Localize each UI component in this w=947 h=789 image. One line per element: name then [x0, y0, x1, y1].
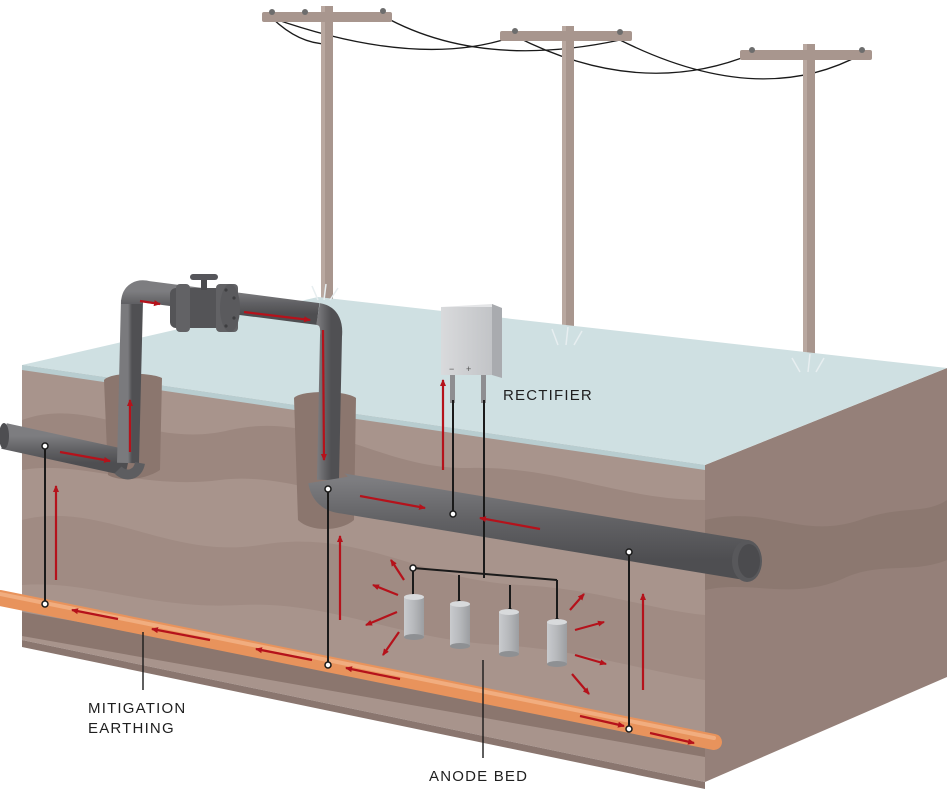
anode-bed-label: ANODE BED — [429, 768, 529, 785]
anode-1 — [404, 594, 424, 640]
soil-strata-side — [705, 500, 947, 590]
mitigation-earthing-label: MITIGATION EARTHING — [88, 699, 186, 739]
rectifier-negative-terminal: − — [449, 364, 454, 374]
current-flow-arrows — [53, 299, 695, 745]
anode-4 — [547, 619, 567, 667]
rectifier-label: RECTIFIER — [503, 387, 593, 404]
anode-2 — [450, 601, 470, 649]
mitigation-earthing-label-line1: MITIGATION — [88, 700, 187, 717]
label-leaders — [142, 632, 484, 758]
utility-pole-2 — [500, 26, 632, 346]
wiring — [44, 400, 630, 729]
mitigation-earthing-label-line2: EARTHING — [88, 720, 175, 737]
rectifier-positive-terminal: + — [466, 364, 471, 374]
grass-tufts — [311, 283, 825, 373]
overhead-wires — [271, 15, 863, 80]
utility-pole-3 — [740, 44, 872, 374]
soil-strata-lower — [22, 515, 705, 680]
rectifier: − + — [441, 304, 502, 403]
utility-pole-1 — [262, 6, 392, 306]
ground-block — [22, 283, 947, 789]
anode-3 — [499, 609, 519, 657]
anode-bed — [404, 594, 567, 667]
utility-poles — [262, 6, 872, 374]
valve — [170, 274, 240, 332]
